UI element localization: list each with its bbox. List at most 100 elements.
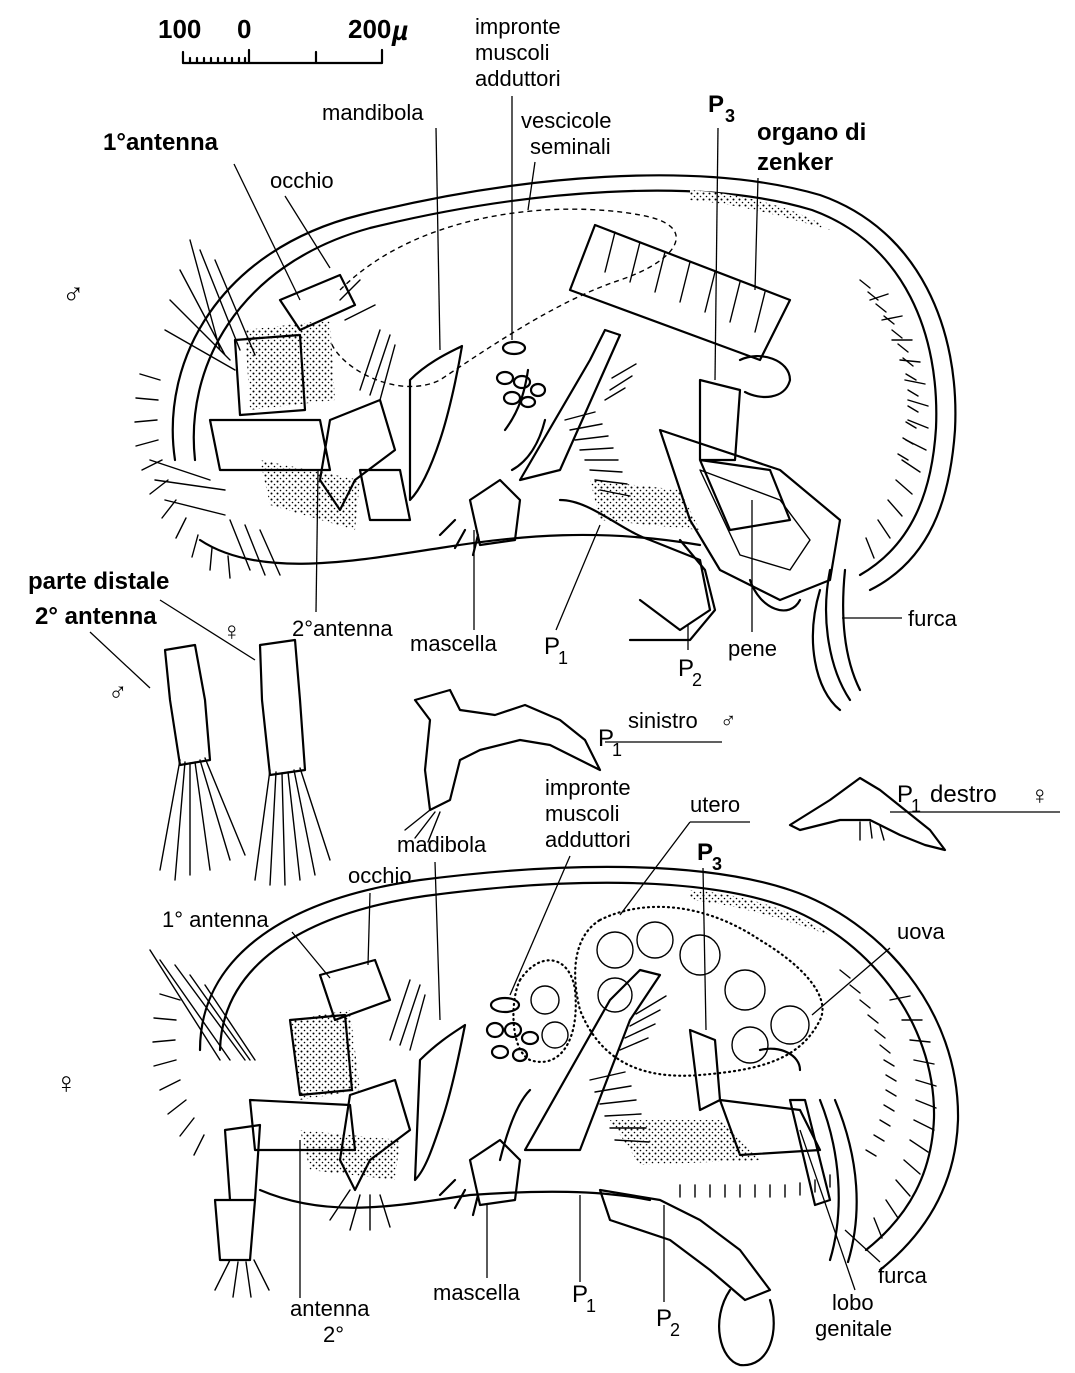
- male-specimen: ♂: [62, 14, 958, 710]
- female-egg: [771, 1006, 809, 1044]
- male-label-mascella: mascella: [410, 631, 498, 656]
- male-label-occhio: occhio: [270, 168, 334, 193]
- scale-label-100: 100: [158, 14, 201, 44]
- male-label-pene: pene: [728, 636, 777, 661]
- male-label-muscoli: muscoli: [475, 40, 550, 65]
- female-egg: [725, 970, 765, 1010]
- detail-female-antenna-setae: [255, 768, 330, 885]
- male-label-mandibola: mandibola: [322, 100, 424, 125]
- female-label-antenna1: 1° antenna: [162, 907, 269, 932]
- female-label-utero: utero: [690, 792, 740, 817]
- male-leader-mandibola: [436, 128, 440, 350]
- detail-male-antenna-setae: [160, 758, 245, 880]
- female-p2-limb: [600, 1190, 770, 1300]
- male-zenker-organ: [570, 225, 790, 360]
- scale-label-0: 0: [237, 14, 251, 44]
- female-label-antenna2-a: antenna: [290, 1296, 370, 1321]
- male-leader-p3: [715, 128, 718, 380]
- male-label-zenker: zenker: [757, 149, 833, 176]
- detail-label-sinistro-symbol: ♂: [720, 708, 737, 733]
- male-label-furca: furca: [908, 606, 958, 631]
- female-label-lobo: lobo: [832, 1290, 874, 1315]
- male-label-p1-sub: 1: [558, 648, 568, 668]
- male-furca: [813, 570, 860, 710]
- male-p3-hook: [740, 356, 790, 397]
- female-maxilla: [440, 1140, 520, 1215]
- detail-label-antenna2: 2° antenna: [35, 603, 157, 630]
- detail-label-destro: destro: [930, 781, 997, 808]
- male-ventral-edge: [200, 535, 700, 564]
- female-egg: [680, 935, 720, 975]
- female-egg: [732, 1027, 768, 1063]
- male-muscle-scar: [503, 342, 525, 354]
- scale-unit: µ: [391, 15, 408, 46]
- male-muscle-scar: [504, 392, 520, 404]
- female-label-madibola: madibola: [397, 832, 487, 857]
- female-label-antenna2-b: 2°: [323, 1322, 344, 1347]
- detail-label-parte-distale: parte distale: [28, 568, 169, 595]
- male-label-p3-sub: 3: [725, 106, 735, 126]
- male-leader-p1: [556, 525, 600, 630]
- female-muscle-scar: [492, 1046, 508, 1058]
- female-label-genitale: genitale: [815, 1316, 892, 1341]
- scale-bar: 100 0 200 µ: [158, 14, 408, 63]
- female-muscle-scar: [522, 1032, 538, 1044]
- female-egg: [531, 986, 559, 1014]
- detail-female-symbol: ♀: [222, 616, 242, 646]
- male-p3-limb: [700, 380, 790, 530]
- female-label-mascella: mascella: [433, 1280, 521, 1305]
- male-antenna-setae: [150, 240, 395, 575]
- detail-male-antenna: [165, 645, 210, 765]
- female-egg: [597, 932, 633, 968]
- female-label-furca: furca: [878, 1263, 928, 1288]
- female-muscle-scar: [513, 1049, 527, 1061]
- female-label-p1-sub: 1: [586, 1296, 596, 1316]
- female-uterus-lobe: [513, 960, 575, 1062]
- male-symbol: ♂: [62, 277, 85, 310]
- female-mandible: [415, 1025, 465, 1180]
- detail-label-p1-destro-sub: 1: [911, 796, 921, 816]
- male-mandible: [410, 346, 462, 500]
- male-antenna2-segments: [320, 400, 410, 520]
- female-label-uova: uova: [897, 919, 945, 944]
- female-label-adduttori: adduttori: [545, 827, 631, 852]
- male-stippled-muscle-1: [245, 320, 335, 410]
- female-furca-claw: [719, 1290, 774, 1365]
- female-hinge-teeth: [680, 970, 896, 1197]
- male-label-p3: P: [708, 91, 724, 118]
- female-egg: [637, 922, 673, 958]
- female-leader-lobo: [800, 1130, 855, 1290]
- female-label-p3-sub: 3: [712, 854, 722, 874]
- scale-ruler: [183, 50, 382, 63]
- male-leader-zenker: [755, 178, 758, 290]
- female-leader-antenna1: [292, 932, 330, 978]
- detail-label-destro-symbol: ♀: [1030, 780, 1050, 810]
- female-ventral-edge: [260, 1190, 650, 1208]
- detail-p1-destro-female: [790, 778, 945, 850]
- female-symbol: ♀: [55, 1067, 78, 1100]
- detail-label-sinistro: sinistro: [628, 708, 698, 733]
- male-label-antenna1: 1°antenna: [103, 129, 219, 156]
- female-label-muscoli: muscoli: [545, 801, 620, 826]
- female-label-p2-sub: 2: [670, 1320, 680, 1340]
- male-penis-inner: [700, 470, 810, 570]
- male-muscle-scar: [497, 372, 513, 384]
- detail-label-p1-sinistro-sub: 1: [612, 740, 622, 760]
- female-leader-madibola: [435, 862, 440, 1020]
- female-label-impronte: impronte: [545, 775, 631, 800]
- male-maxilla: [440, 480, 520, 555]
- female-stippled-muscle-2: [300, 1130, 400, 1180]
- male-label-organo: organo di: [757, 119, 866, 146]
- male-label-impronte: impronte: [475, 14, 561, 39]
- female-leader-impronte: [510, 856, 570, 995]
- female-leader-uova: [812, 948, 890, 1015]
- male-leader-vescicole: [528, 162, 535, 210]
- male-label-vescicole: vescicole: [521, 108, 611, 133]
- female-egg: [542, 1022, 568, 1048]
- male-muscle-scar: [521, 397, 535, 407]
- detail-male-symbol: ♂: [108, 676, 128, 706]
- male-leader-occhio: [285, 196, 330, 268]
- female-muscle-scar: [487, 1023, 503, 1037]
- male-label-seminali: seminali: [530, 134, 611, 159]
- female-label-p3: P: [697, 839, 713, 866]
